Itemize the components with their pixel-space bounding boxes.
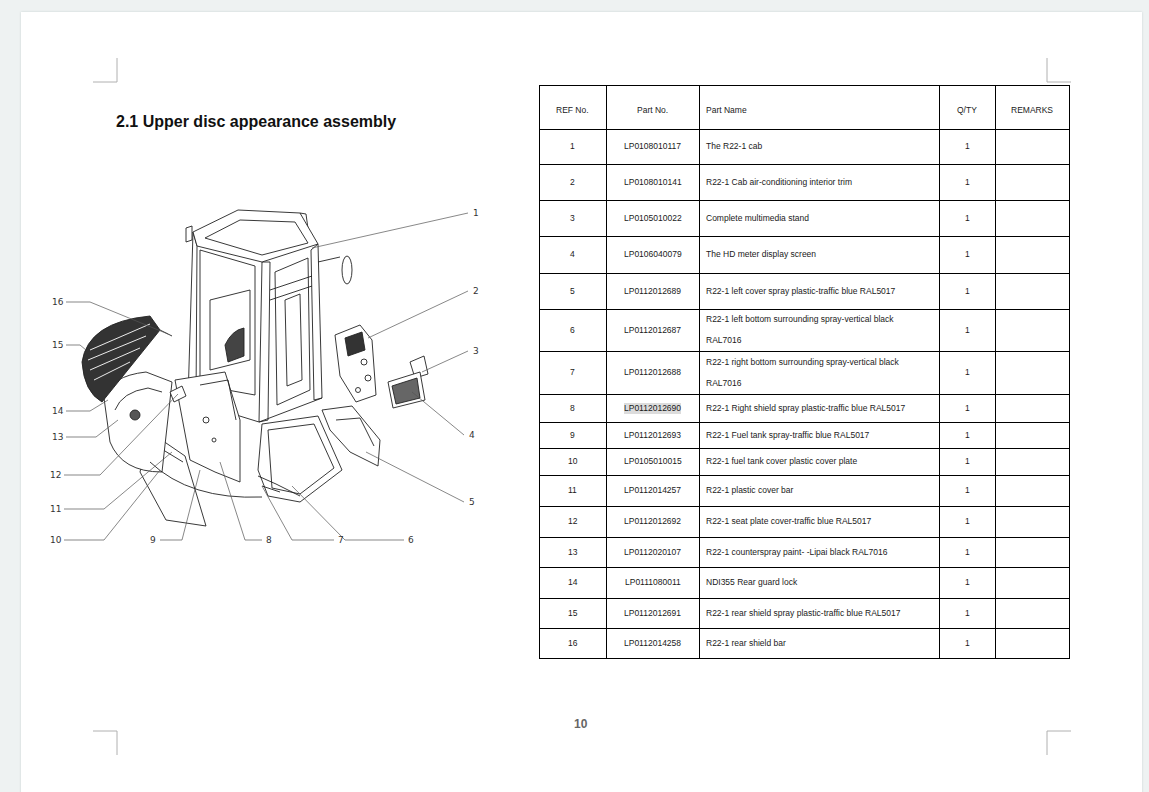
quantity: 1 [965,456,970,467]
part-number: LP0112012688 [624,367,681,378]
quantity: 1 [965,516,970,527]
part-name: R22-1 right bottom surrounding spray-ver… [706,352,931,394]
quantity: 1 [965,485,970,496]
part-name: R22-1 counterspray paint- -Lipai black R… [706,547,887,558]
table-header: REMARKS [1011,105,1053,115]
quantity: 1 [965,367,970,378]
part-number: LP0112020107 [624,547,681,558]
callout-number: 8 [266,535,272,545]
part-name: The HD meter display screen [706,249,816,260]
callout-number: 3 [473,346,479,356]
ref-number: 1 [570,141,575,152]
callout-number: 11 [50,504,61,514]
quantity: 1 [965,249,970,260]
part-number: LP0112012693 [624,430,681,441]
part-number: LP0105010015 [624,456,682,467]
table-header: Part No. [637,105,668,115]
part-number: LP0111080011 [625,577,681,588]
callout-number: 13 [52,432,63,442]
quantity: 1 [965,213,970,224]
ref-number: 4 [570,249,575,260]
part-number: LP0112012691 [624,608,681,619]
part-name: R22-1 Fuel tank spray-traffic blue RAL50… [706,430,869,441]
part-name: R22-1 Right shield spray plastic-traffic… [706,403,905,414]
ref-number: 7 [570,367,575,378]
ref-number: 10 [568,456,577,467]
callout-number: 2 [473,286,479,296]
ref-number: 5 [570,286,575,297]
callout-number: 5 [469,497,475,507]
part-name: R22-1 rear shield bar [706,638,786,649]
part-name: R22-1 rear shield spray plastic-traffic … [706,608,901,619]
callout-number: 12 [50,470,61,480]
callout-number: 1 [473,208,479,218]
part-number: LP0108010141 [624,177,682,188]
table-header: Part Name [706,105,747,115]
part-number: LP0105010022 [624,213,682,224]
ref-number: 15 [568,608,577,619]
ref-number: 14 [568,577,577,588]
section-title: 2.1 Upper disc appearance assembly [116,113,396,131]
callout-number: 10 [50,535,61,545]
quantity: 1 [965,577,970,588]
quantity: 1 [965,638,970,649]
callout-number: 14 [52,406,63,416]
part-name: R22-1 fuel tank cover plastic cover plat… [706,456,857,467]
leader-lines [64,213,468,540]
ref-number: 16 [568,638,577,649]
part-name: R22-1 plastic cover bar [706,485,793,496]
quantity: 1 [965,177,970,188]
part-number: LP0112012689 [624,286,681,297]
crop-marks [93,58,1071,755]
table-header: REF No. [556,105,589,115]
part-number: LP0112014257 [624,485,681,496]
part-name: R22-1 left bottom surrounding spray-vert… [706,309,931,351]
quantity: 1 [965,430,970,441]
part-name: R22-1 Cab air-conditioning interior trim [706,177,852,188]
part-number: LP0112014258 [624,638,681,649]
ref-number: 12 [568,516,577,527]
ref-number: 13 [568,547,577,558]
quantity: 1 [965,608,970,619]
part-number: LP0108010117 [624,141,681,152]
parts-table-grid [540,86,1070,659]
quantity: 1 [965,403,970,414]
callout-number: 4 [469,430,475,440]
part-name: R22-1 seat plate cover-traffic blue RAL5… [706,516,871,527]
page-number: 10 [574,717,587,731]
ref-number: 2 [570,177,575,188]
part-number: LP0106040079 [624,249,682,260]
part-name: NDI355 Rear guard lock [706,577,797,588]
quantity: 1 [965,547,970,558]
callout-number: 6 [408,535,414,545]
part-number: LP0112012687 [624,325,681,336]
callout-number: 16 [52,297,63,307]
callout-number: 7 [338,535,344,545]
ref-number: 6 [570,325,575,336]
table-header: Q/TY [957,105,977,115]
part-name: Complete multimedia stand [706,213,809,224]
quantity: 1 [965,286,970,297]
quantity: 1 [965,325,970,336]
ref-number: 8 [570,403,575,414]
part-name: R22-1 left cover spray plastic-traffic b… [706,286,895,297]
ref-number: 9 [570,430,575,441]
ref-number: 3 [570,213,575,224]
excavator-drawing [82,210,428,526]
callout-number: 15 [52,340,63,350]
part-number: LP0112012690 [624,403,681,414]
ref-number: 11 [568,485,577,496]
callout-number: 9 [150,535,156,545]
part-number: LP0112012692 [624,516,681,527]
part-name: The R22-1 cab [706,141,762,152]
quantity: 1 [965,141,970,152]
